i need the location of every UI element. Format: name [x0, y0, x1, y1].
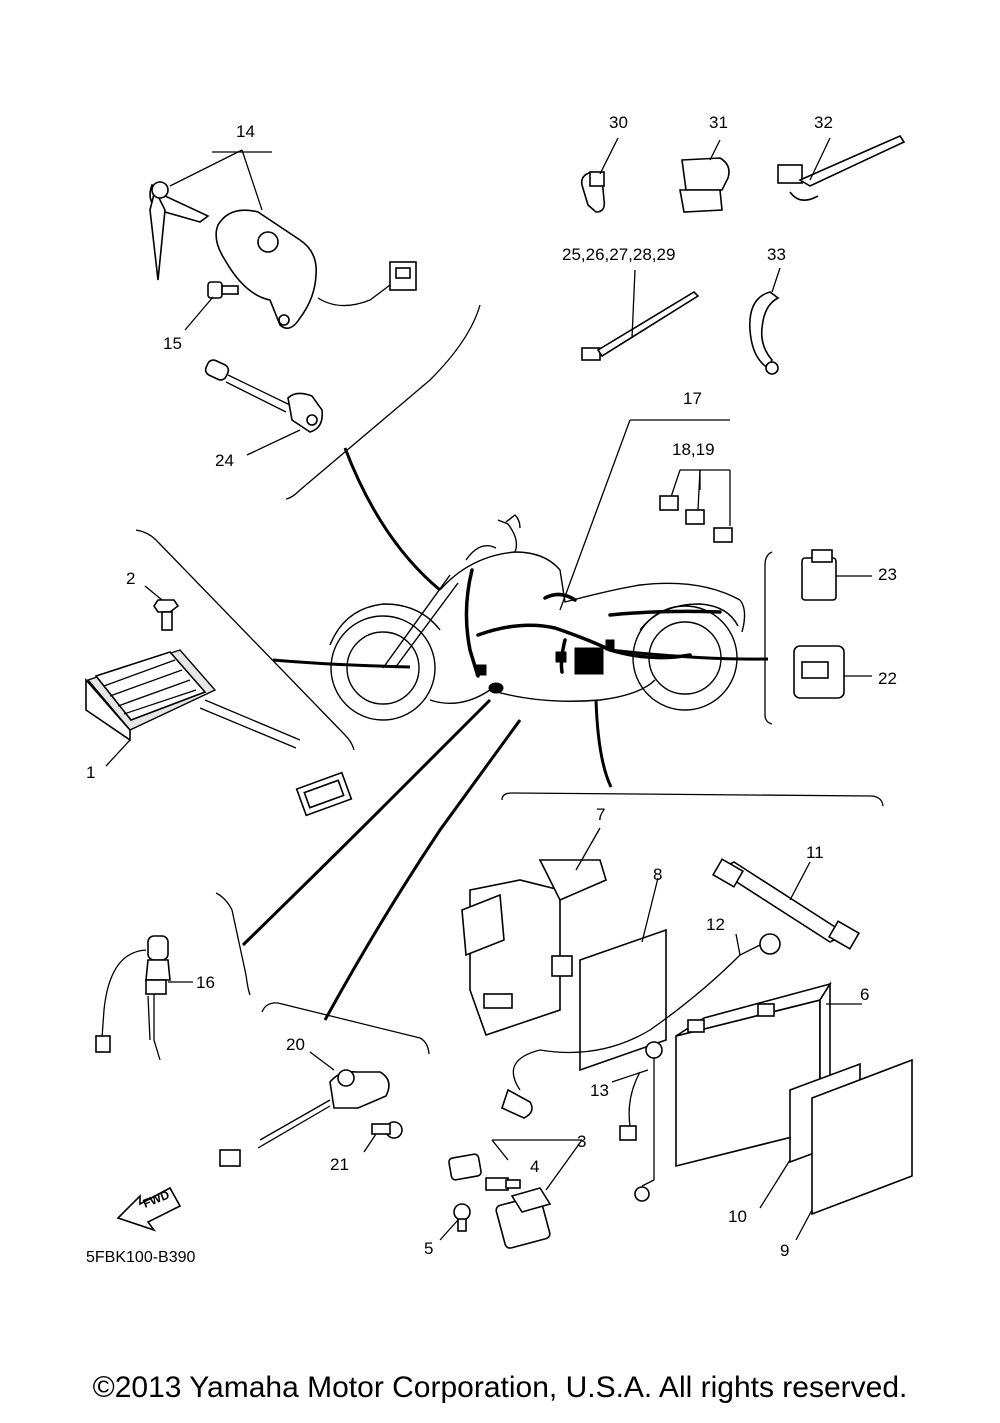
part-2-bolt [144, 585, 180, 631]
callout-22: 22 [878, 669, 897, 688]
callout-15: 15 [163, 334, 182, 353]
part-17-fuse-box [559, 419, 733, 611]
part-5-screw [439, 1203, 471, 1241]
part-14-main-switch [149, 149, 417, 330]
part-20-switch [219, 1051, 390, 1167]
part-3-starter-relay [492, 1139, 583, 1249]
callout-labels: 14 15 24 2 1 30 31 32 25,26,27,28,29 33 … [86, 113, 897, 1260]
part-21-screw [363, 1121, 403, 1153]
callout-14: 14 [236, 122, 255, 141]
callout-31: 31 [709, 113, 728, 132]
part-11-strap [712, 858, 860, 950]
diagram-code: 5FBK100-B390 [86, 1249, 196, 1266]
callout-2: 2 [126, 569, 135, 588]
part-33-clip [749, 267, 781, 375]
part-15-screw [184, 281, 239, 331]
callout-24: 24 [215, 451, 234, 470]
callout-32: 32 [814, 113, 833, 132]
part-30-clamp [580, 137, 619, 213]
part-9-pad [795, 1058, 913, 1241]
callout-13: 13 [590, 1081, 609, 1100]
motorcycle-outline [329, 514, 746, 721]
part-22-relay [793, 645, 872, 699]
part-7-battery-box [461, 827, 607, 1037]
callout-25-29: 25,26,27,28,29 [562, 245, 675, 264]
callout-33: 33 [767, 245, 786, 264]
callout-30: 30 [609, 113, 628, 132]
part-1-rectifier [85, 649, 353, 817]
callout-4: 4 [530, 1157, 539, 1176]
fwd-arrow: FWD [116, 1186, 182, 1232]
callout-9: 9 [780, 1241, 789, 1260]
callout-1: 1 [86, 763, 95, 782]
part-25-29-cable-tie [581, 269, 700, 361]
callout-11: 11 [806, 843, 824, 862]
group-brackets [135, 304, 884, 1055]
callout-8: 8 [653, 865, 662, 884]
callout-12: 12 [706, 915, 725, 934]
part-31-clamp [679, 139, 730, 213]
part-12-cable [501, 933, 781, 1119]
callout-23: 23 [878, 565, 897, 584]
callout-17: 17 [683, 389, 702, 408]
callout-3: 3 [577, 1132, 586, 1151]
part-13-negative-lead [611, 1041, 663, 1202]
part-8-pad [579, 877, 667, 1072]
part-24-sensor [204, 359, 324, 456]
part-23-relay [801, 549, 872, 601]
callout-10: 10 [728, 1207, 747, 1226]
part-4-fuse [448, 1139, 521, 1191]
part-16-sensor [95, 935, 193, 1061]
part-6-battery [675, 981, 862, 1168]
copyright-notice: ©2013 Yamaha Motor Corporation, U.S.A. A… [92, 1371, 908, 1404]
callout-18-19: 18,19 [672, 440, 715, 459]
callout-21: 21 [330, 1155, 349, 1174]
callout-5: 5 [424, 1239, 433, 1258]
callout-7: 7 [596, 805, 605, 824]
callout-20: 20 [286, 1035, 305, 1054]
callout-16: 16 [196, 973, 215, 992]
leader-thick-lines [241, 447, 769, 1021]
callout-6: 6 [860, 985, 869, 1004]
part-32-cable-tie-clamp [777, 134, 906, 201]
